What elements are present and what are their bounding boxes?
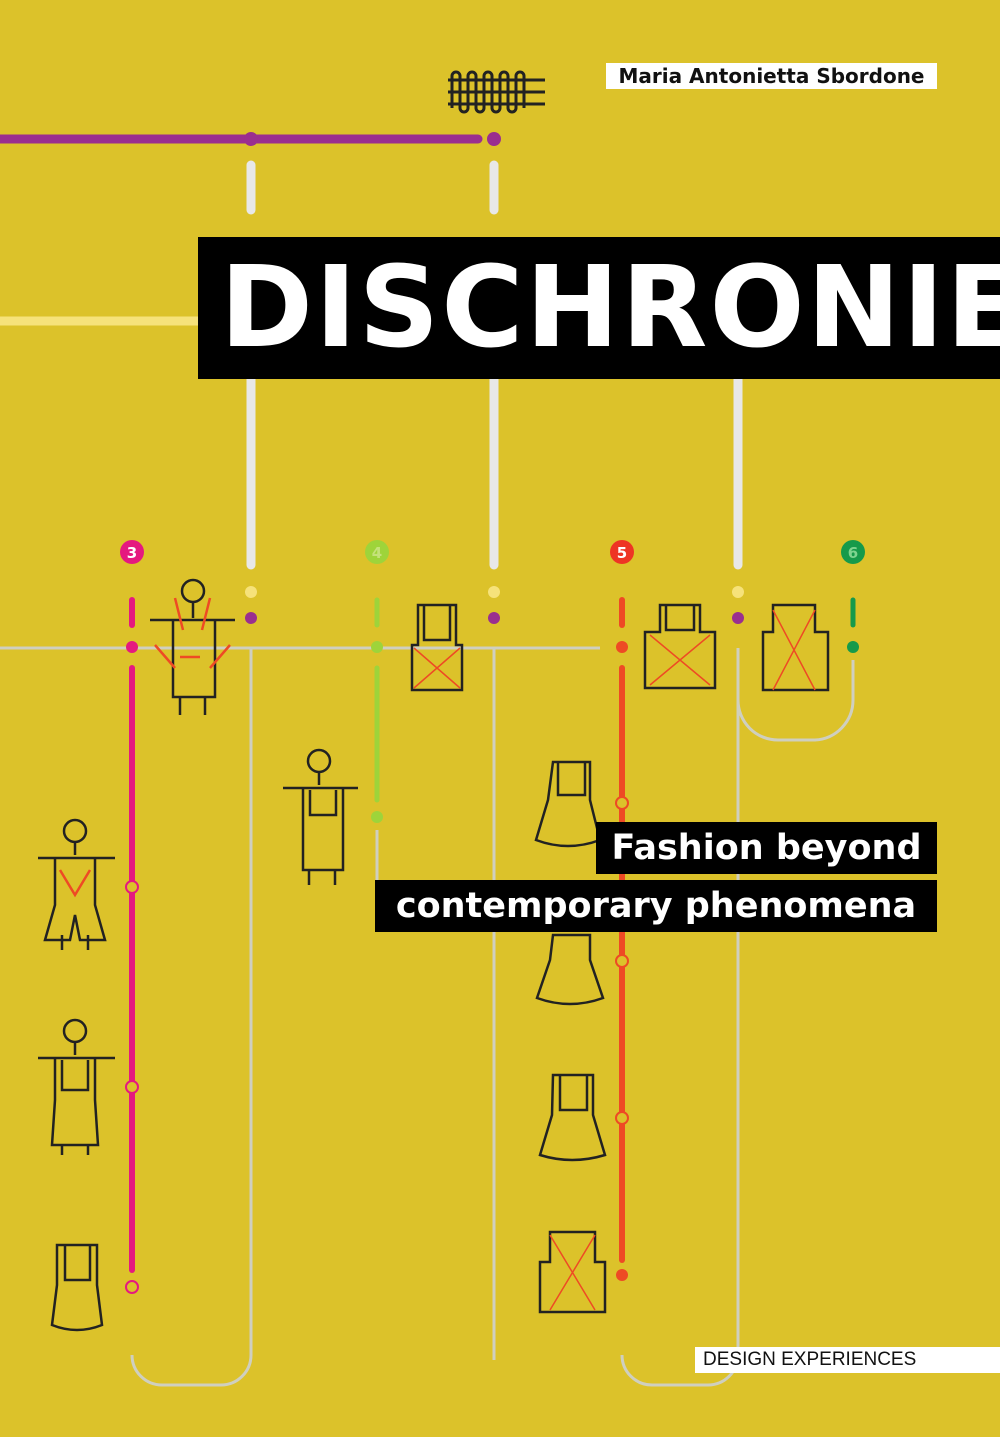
- station-dots: [245, 586, 744, 624]
- line-6-darkgreen: [841, 540, 865, 653]
- line-number-3: 3: [127, 544, 137, 562]
- figure: [283, 748, 358, 885]
- garment-figures: [38, 578, 830, 1332]
- dress: [538, 1073, 607, 1162]
- subtitle-line-2: contemporary phenomena: [375, 880, 937, 932]
- purple-line: [0, 132, 501, 146]
- figure: [38, 1018, 115, 1155]
- figure: [38, 818, 115, 950]
- line-number-6: 6: [848, 544, 858, 562]
- figure: [150, 578, 235, 715]
- garment: [538, 1230, 607, 1314]
- subtitle-line-1: Fashion beyond: [596, 822, 937, 874]
- dress: [534, 760, 602, 848]
- series-label: DESIGN EXPERIENCES: [695, 1347, 1000, 1373]
- gray-routes: [0, 646, 855, 1387]
- line-numbers: 3 4 5 6: [127, 544, 858, 562]
- loom-icon: [448, 70, 545, 114]
- white-lines: [246, 160, 743, 570]
- garment: [761, 603, 830, 692]
- dress: [50, 1243, 104, 1332]
- garment: [410, 603, 464, 692]
- author-name: Maria Antonietta Sbordone: [606, 63, 937, 89]
- line-5-orange: [610, 540, 634, 1281]
- dress: [535, 933, 605, 1006]
- garment: [643, 603, 717, 690]
- line-3-pink: [120, 540, 144, 1294]
- book-title: DISCHRONIE: [198, 237, 1000, 379]
- line-4-green: [365, 540, 389, 823]
- line-number-5: 5: [617, 544, 627, 562]
- line-number-4: 4: [372, 544, 382, 562]
